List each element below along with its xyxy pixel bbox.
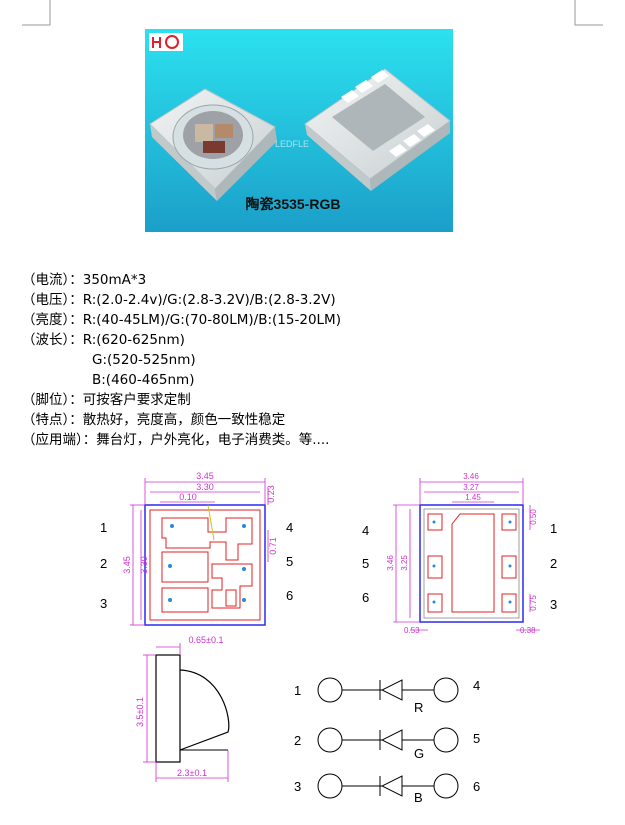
top-dim-outer: 3.45 [196, 471, 214, 481]
bottom-dim-inner: 3.27 [463, 483, 479, 492]
bottom-dim-h-outer: 3.46 [386, 555, 395, 571]
bottom-view-drawing: 3.46 3.27 1.45 0.50 3.46 3.25 0.75 0.53 … [362, 472, 557, 635]
top-dim-edge: 0.23 [266, 485, 276, 503]
dimension-drawings: 3.45 3.30 0.10 0.23 3.45 3.30 0.71 1 2 3… [100, 471, 557, 805]
crop-marks [22, 0, 603, 26]
top-dim-h-inner: 3.30 [139, 556, 149, 574]
spec-pinout: （脚位）：可按客户要求定制 [22, 392, 191, 408]
schem-pin-6: 6 [473, 779, 480, 794]
top-pin-5: 5 [286, 554, 293, 569]
schem-pin-3: 3 [294, 779, 301, 794]
side-dim-height: 3.5±0.1 [135, 697, 145, 727]
spec-current: （电流）：350mA*3 [22, 272, 147, 288]
schem-label-r: R [414, 700, 423, 715]
schem-label-b: B [414, 790, 423, 805]
top-dim-side: 0.71 [268, 537, 278, 555]
bottom-pin-1: 1 [550, 521, 557, 536]
schem-label-g: G [414, 746, 424, 761]
spec-application: （应用端）：舞台灯，户外亮化，电子消费类。等.... [22, 432, 330, 448]
top-dim-h-outer: 3.45 [122, 556, 132, 574]
side-dim-bottom: 2.3±0.1 [177, 768, 207, 778]
top-dim-inner: 3.30 [196, 482, 214, 492]
schem-pin-4: 4 [473, 678, 480, 693]
top-dim-pad: 0.10 [179, 492, 197, 502]
bottom-dim-left-gap: 0.53 [404, 626, 420, 635]
top-pin-3: 3 [100, 596, 107, 611]
top-pin-1: 1 [100, 520, 107, 535]
side-view-drawing: 0.65±0.1 3.5±0.1 2.3±0.1 [135, 635, 230, 782]
spec-wavelength-g: G:(520-525nm) [92, 352, 196, 368]
spec-list: （电流）：350mA*3 （电压）：R:(2.0-2.4v)/G:(2.8-3.… [22, 270, 341, 450]
bottom-dim-pad-w: 0.75 [529, 595, 538, 611]
spec-wavelength: （波长）：R:(620-625nm) [22, 332, 185, 348]
top-pin-6: 6 [286, 588, 293, 603]
spec-voltage: （电压）：R:(2.0-2.4v)/G:(2.8-3.2V)/B:(2.8-3.… [22, 292, 336, 308]
schematic-drawing [317, 677, 459, 799]
bottom-pin-6: 6 [362, 590, 369, 605]
top-view-drawing: 3.45 3.30 0.10 0.23 3.45 3.30 0.71 1 2 3… [100, 471, 293, 626]
top-pin-2: 2 [100, 556, 107, 571]
top-pin-4: 4 [286, 520, 293, 535]
bottom-pin-3: 3 [550, 597, 557, 612]
bottom-dim-right-gap: 0.38 [520, 626, 536, 635]
spec-features: （特点）：散热好，亮度高，颜色一致性稳定 [22, 412, 286, 428]
bottom-dim-outer: 3.46 [463, 472, 479, 481]
photo-caption: 陶瓷3535-RGB [246, 196, 341, 212]
schem-pin-5: 5 [473, 731, 480, 746]
watermark: LEDFLE [275, 139, 309, 149]
bottom-dim-pad-h: 0.50 [529, 509, 538, 525]
bottom-pin-2: 2 [550, 556, 557, 571]
bottom-dim-h-inner: 3.25 [400, 555, 409, 571]
spec-wavelength-b: B:(460-465nm) [92, 372, 195, 388]
bottom-pin-4: 4 [362, 523, 369, 538]
product-photo: LEDFLE 陶瓷3535-RGB [145, 29, 453, 232]
bottom-dim-center: 1.45 [465, 493, 481, 502]
side-dim-top: 0.65±0.1 [189, 635, 224, 645]
schem-pin-1: 1 [294, 683, 301, 698]
schem-pin-2: 2 [294, 733, 301, 748]
spec-brightness: （亮度）：R:(40-45LM)/G:(70-80LM)/B:(15-20LM) [22, 312, 341, 328]
bottom-pin-5: 5 [362, 556, 369, 571]
